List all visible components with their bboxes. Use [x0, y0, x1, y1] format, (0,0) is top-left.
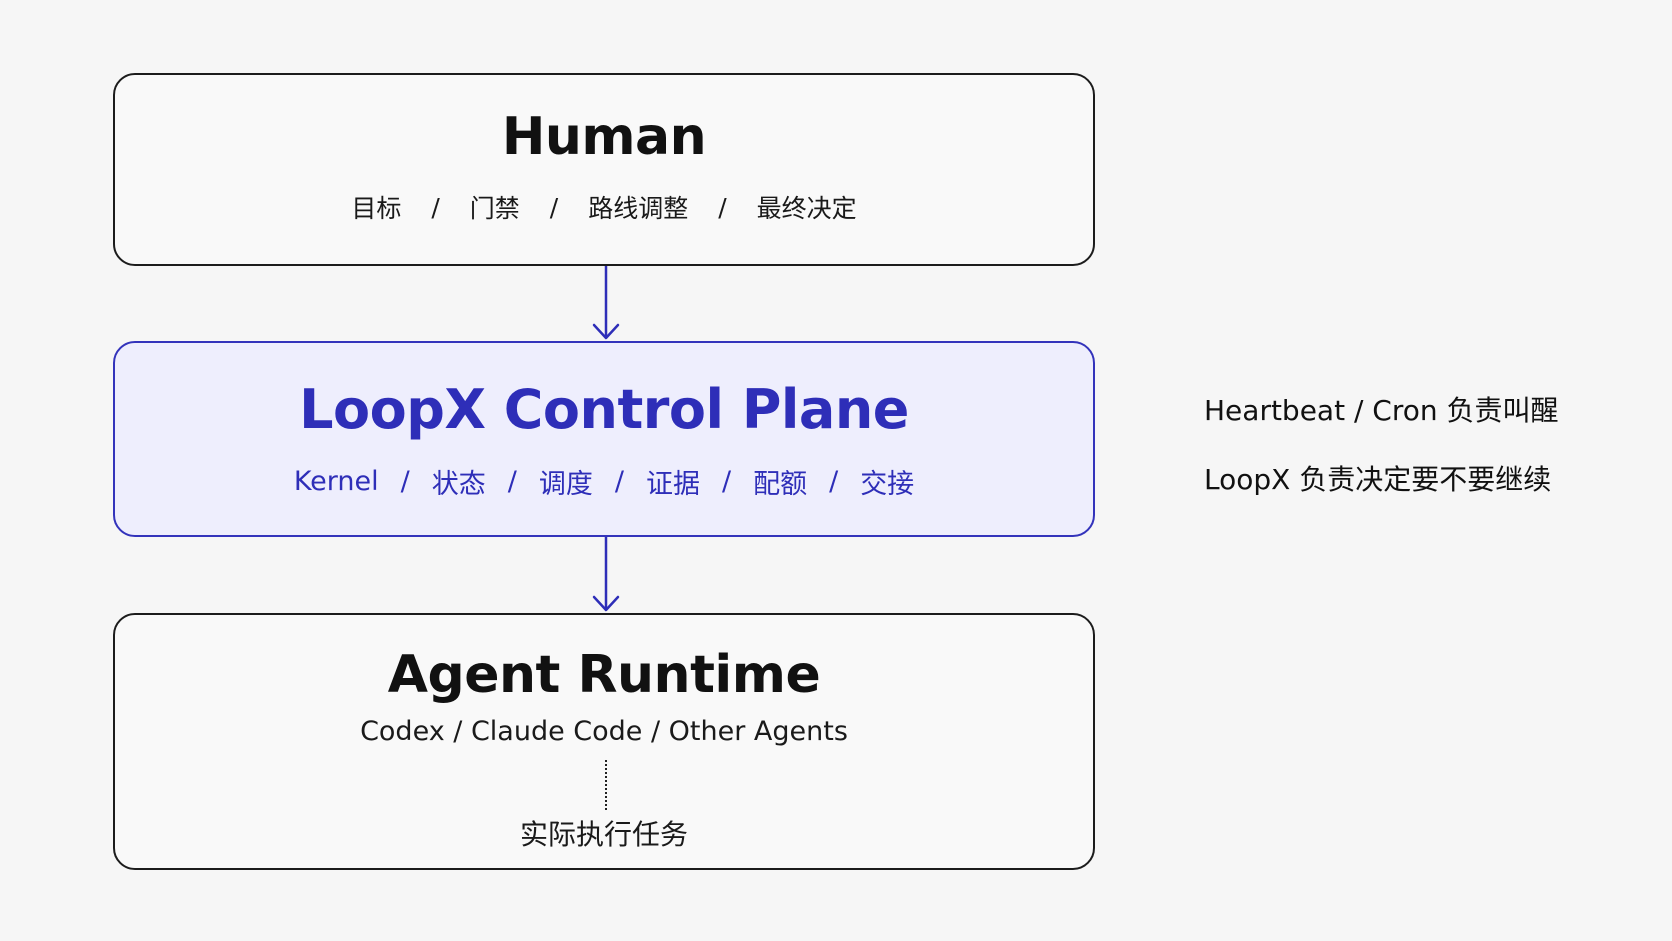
control-tag-quota: 配额: [753, 469, 808, 500]
human-tag-final-decision: 最终决定: [756, 194, 857, 223]
control-plane-title: LoopX Control Plane: [299, 378, 909, 441]
control-tag-evidence: 证据: [645, 469, 700, 500]
control-tag-separator: /: [400, 466, 410, 497]
human-tag-separator: /: [431, 192, 440, 222]
human-tag-gate: 门禁: [469, 194, 520, 223]
human-tag-route-adjust: 路线调整: [588, 194, 689, 223]
agent-runtime-title: Agent Runtime: [387, 645, 821, 705]
human-tags: 目标 / 门禁 / 路线调整 / 最终决定: [115, 189, 1093, 225]
agent-runtime-agents: Codex / Claude Code / Other Agents: [360, 716, 848, 747]
human-tag-goal: 目标: [351, 194, 402, 223]
control-tag-separator: /: [721, 466, 732, 497]
control-tag-separator: /: [614, 466, 624, 497]
human-tag-separator: /: [549, 192, 559, 222]
control-tag-kernel: Kernel: [293, 466, 379, 497]
human-box: Human 目标 / 门禁 / 路线调整 / 最终决定: [113, 73, 1095, 266]
control-plane-tags: Kernel / 状态 / 调度 / 证据 / 配额 / 交接: [115, 462, 1093, 501]
side-note-loopx: LoopX 负责决定要不要继续: [1204, 463, 1552, 496]
human-tag-separator: /: [718, 192, 727, 222]
human-title: Human: [501, 107, 707, 167]
arrow-human-to-control: [592, 266, 620, 340]
dotted-connector: [605, 760, 607, 810]
control-tag-separator: /: [829, 466, 839, 497]
control-tag-handoff: 交接: [860, 469, 915, 500]
arrow-control-to-runtime: [592, 537, 620, 612]
control-tag-separator: /: [507, 466, 517, 497]
control-plane-box: LoopX Control Plane Kernel / 状态 / 调度 / 证…: [113, 341, 1095, 537]
control-tag-schedule: 调度: [538, 469, 593, 500]
control-tag-state: 状态: [431, 469, 486, 500]
side-note-heartbeat: Heartbeat / Cron 负责叫醒: [1204, 394, 1559, 427]
agent-runtime-box: Agent Runtime Codex / Claude Code / Othe…: [113, 613, 1095, 870]
agent-runtime-task: 实际执行任务: [519, 818, 688, 851]
